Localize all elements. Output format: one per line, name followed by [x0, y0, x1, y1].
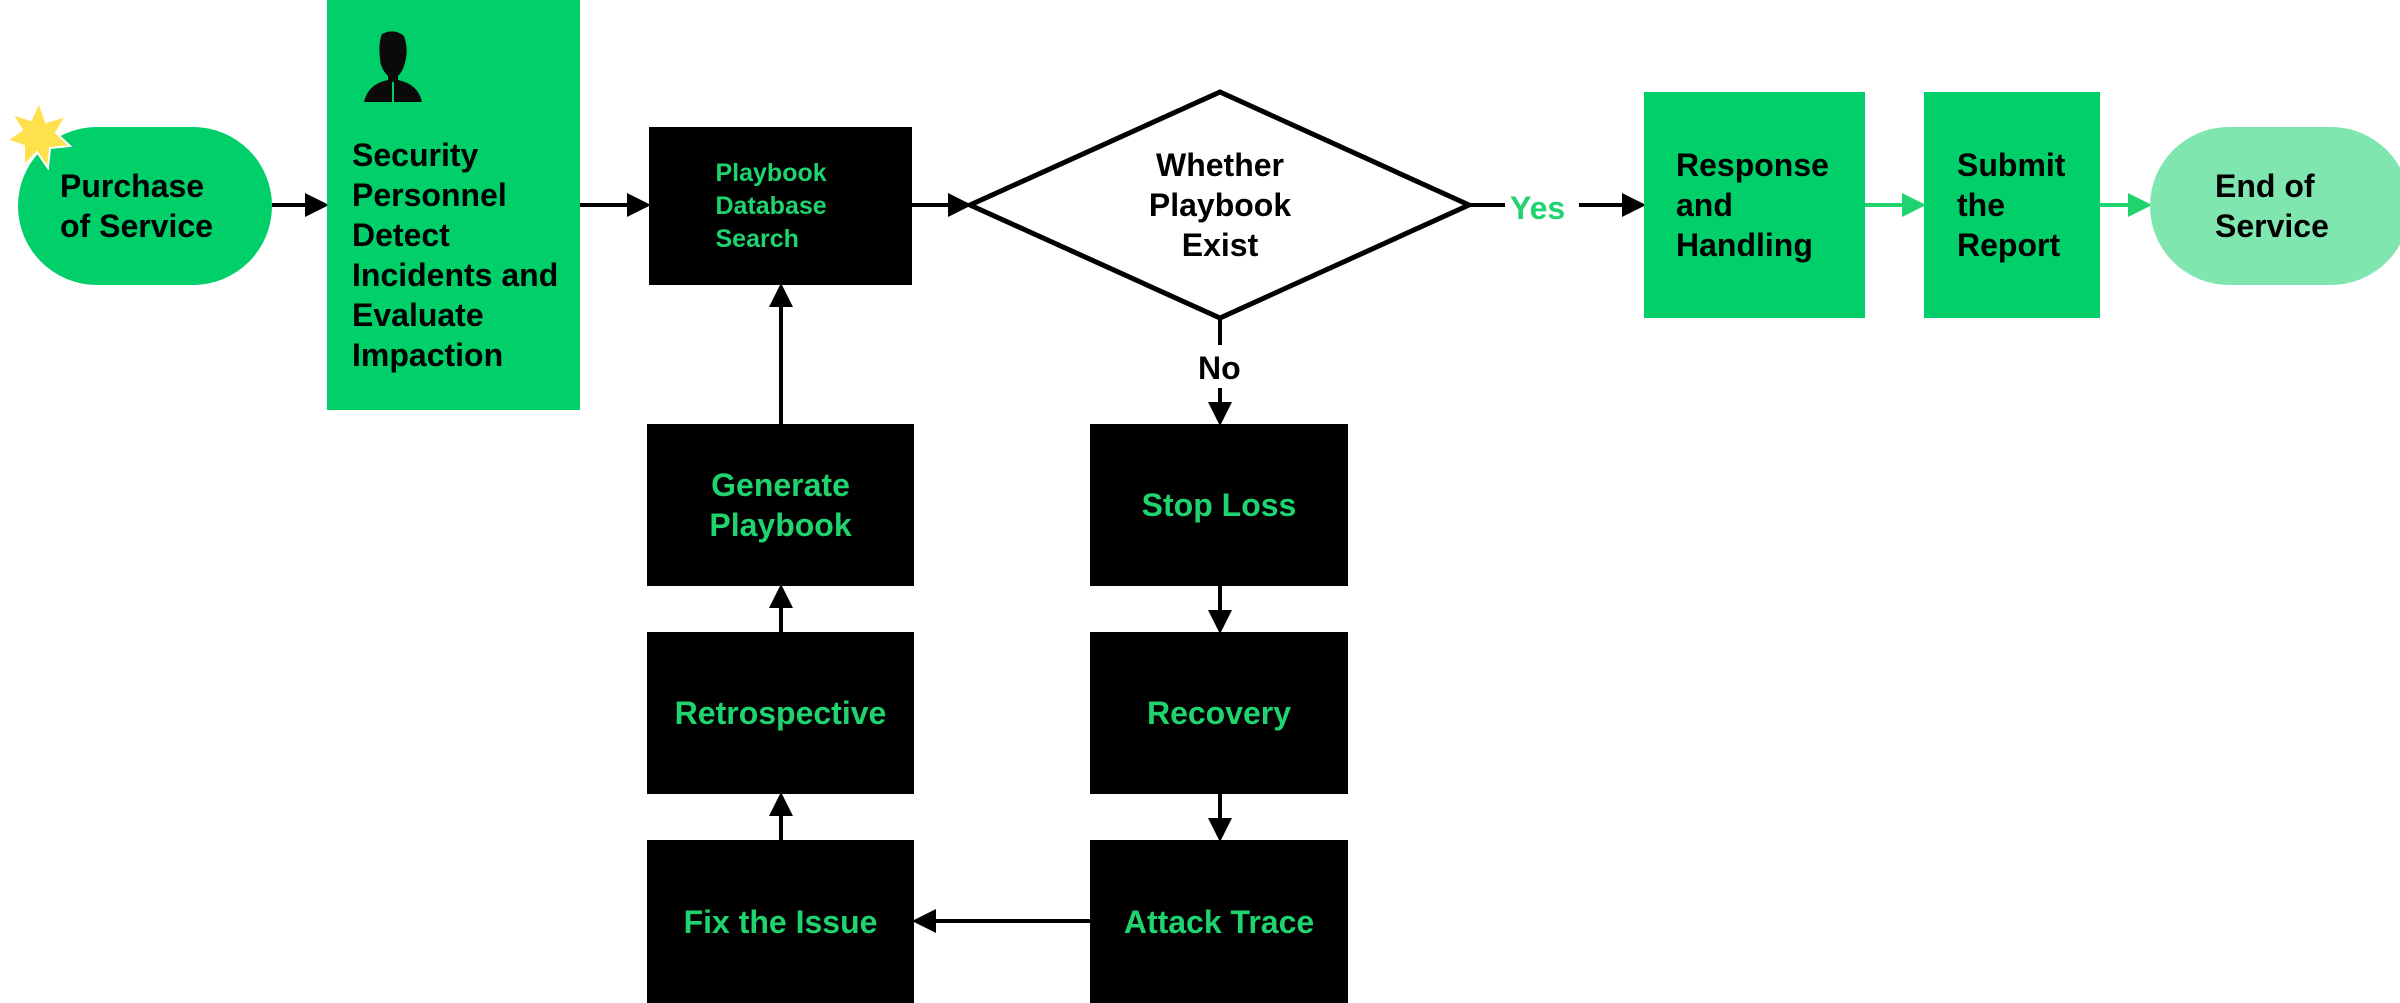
decision-label-box: Whether Playbook Exist — [1120, 140, 1320, 270]
fix-the-issue-box: Fix the Issue — [647, 840, 914, 1003]
node-label: Stop Loss — [1141, 487, 1297, 523]
no-label: No — [1198, 350, 1241, 386]
playbook-database-search-box: Playbook Database Search — [649, 127, 912, 285]
decision-diamond — [963, 89, 1476, 321]
node-label: End of Service — [2215, 168, 2329, 244]
security-personnel-box: Security Personnel Detect Incidents and … — [327, 0, 580, 410]
yes-label: Yes — [1510, 190, 1566, 226]
node-label: Recovery — [1146, 695, 1292, 731]
start-purchase-of-service: Purchase of Service — [18, 127, 272, 285]
node-label: Submit the Report — [1957, 147, 2066, 263]
node-label: Whether Playbook Exist — [1148, 147, 1292, 263]
node-label: Generate Playbook — [709, 467, 852, 543]
response-and-handling-box: Response and Handling — [1644, 92, 1865, 318]
star-icon — [4, 100, 73, 170]
attack-trace-box: Attack Trace — [1090, 840, 1348, 1003]
person-icon — [364, 31, 422, 102]
node-label: Retrospective — [674, 695, 887, 731]
node-label: Security Personnel Detect Incidents and … — [352, 137, 559, 373]
node-label: Purchase of Service — [60, 168, 213, 244]
node-label: Playbook Database Search — [715, 158, 827, 253]
node-label: Attack Trace — [1123, 903, 1315, 940]
stop-loss-box: Stop Loss — [1090, 424, 1348, 586]
recovery-box: Recovery — [1090, 632, 1348, 794]
end-of-service: End of Service — [2150, 127, 2400, 285]
submit-report-box: Submit the Report — [1924, 92, 2100, 318]
node-label: Response and Handling — [1676, 147, 1829, 263]
generate-playbook-box: Generate Playbook — [647, 424, 914, 586]
node-label: Fix the Issue — [683, 903, 878, 940]
retrospective-box: Retrospective — [647, 632, 914, 794]
